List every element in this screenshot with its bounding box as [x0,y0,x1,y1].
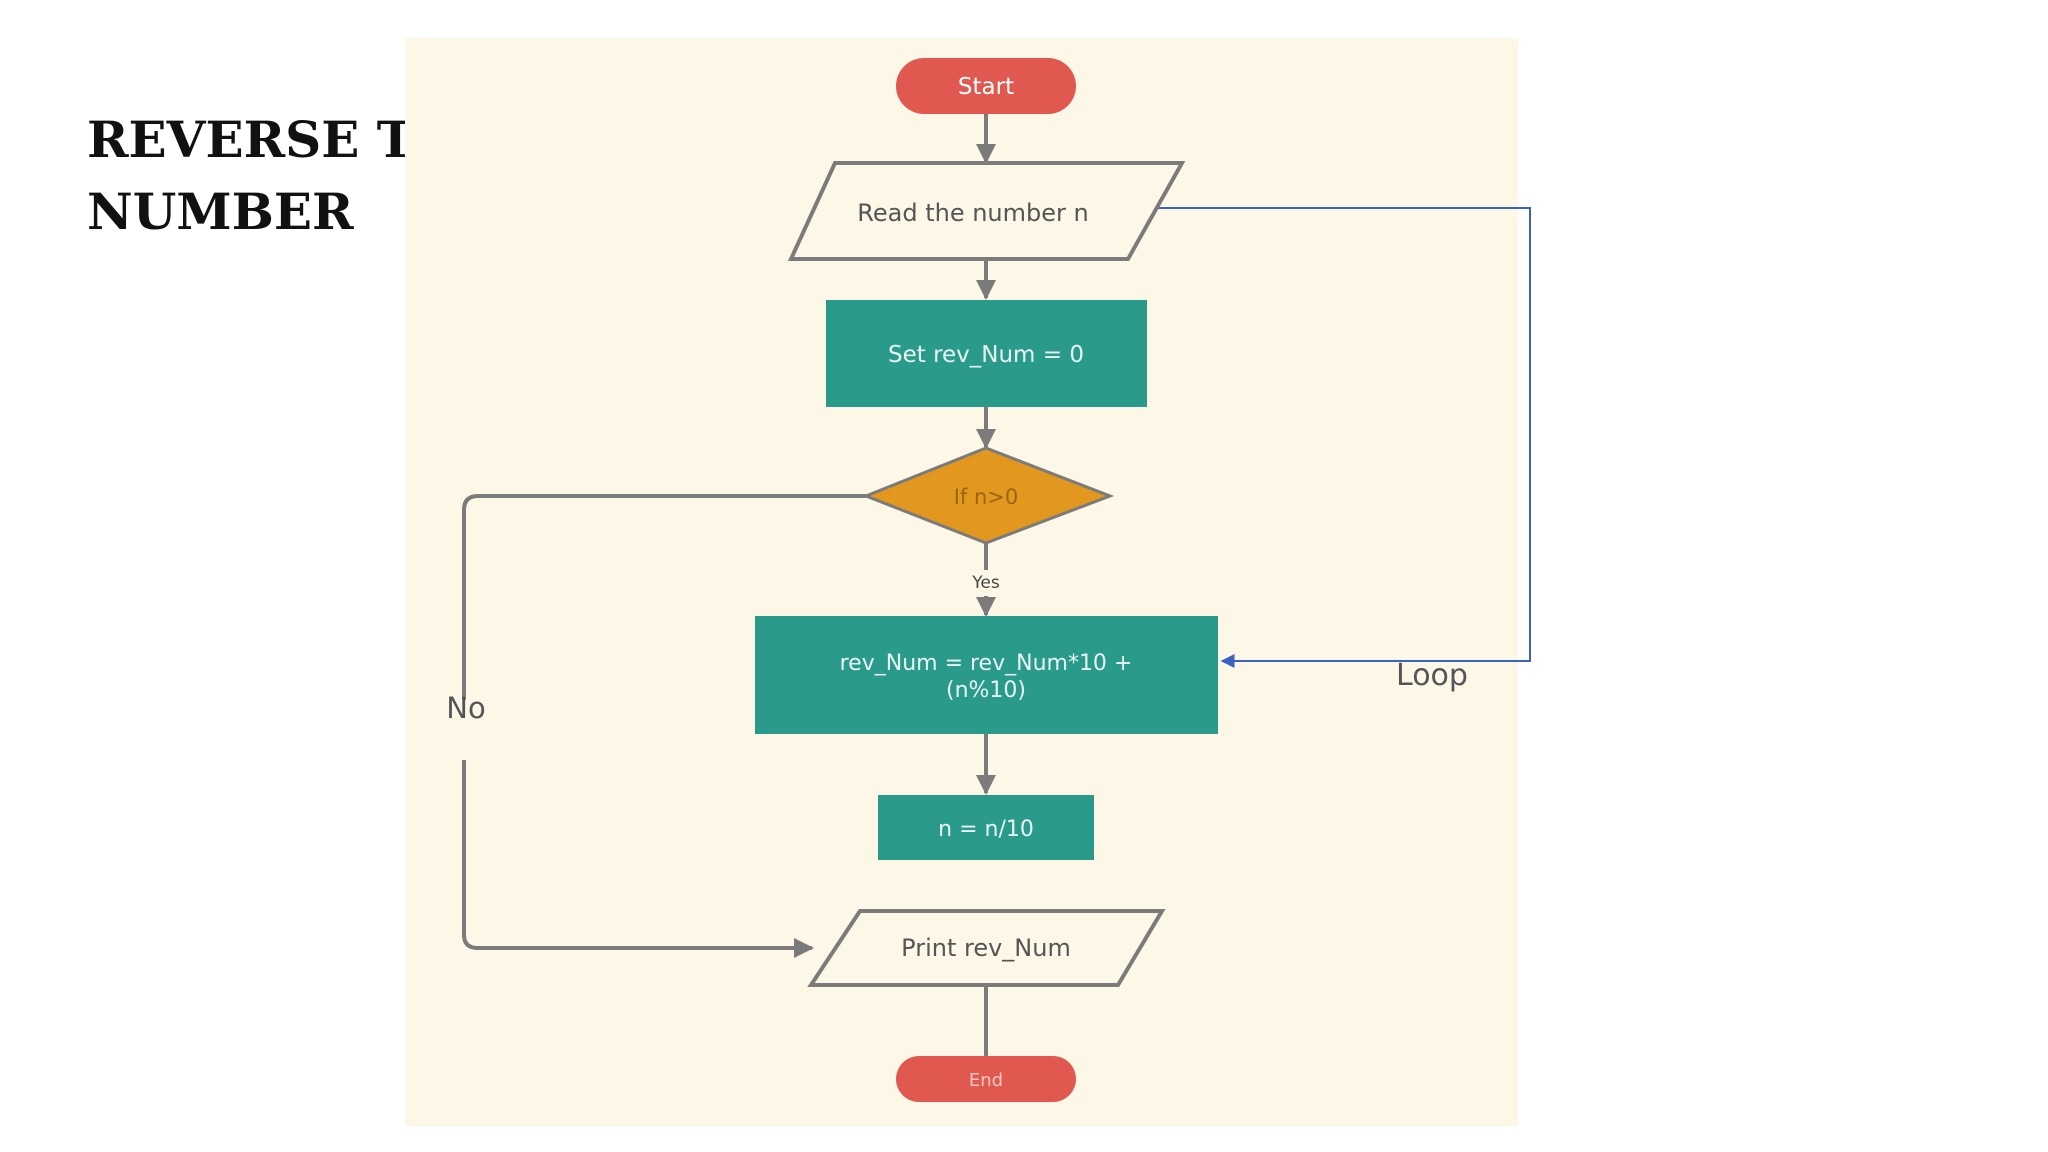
print-output-node: Print rev_Num [807,909,1166,987]
end-terminal: End [896,1056,1076,1102]
start-label: Start [958,74,1014,100]
read-input-node: Read the number n [787,161,1186,261]
slide-title-line-2: NUMBER [87,182,354,241]
divide-process-node: n = n/10 [878,795,1094,860]
no-label: No [446,691,485,725]
connector-no-branch [462,494,866,948]
read-input-label: Read the number n [857,199,1088,227]
compute-process-line-2: (n%10) [946,678,1026,703]
decision-node: If n>0 [861,446,1115,545]
decision-label: If n>0 [954,485,1019,509]
connectors [462,110,996,1062]
start-terminal: Start [896,58,1076,114]
init-process-label: Set rev_Num = 0 [888,342,1084,368]
yes-label: Yes [971,573,1000,593]
compute-process-line-1: rev_Num = rev_Num*10 + [840,651,1133,676]
loop-arrow [1155,207,1531,668]
loop-label: Loop [1396,658,1468,693]
print-output-label: Print rev_Num [901,934,1071,962]
compute-process-node: rev_Num = rev_Num*10 + (n%10) [755,616,1218,734]
init-process-node: Set rev_Num = 0 [826,300,1147,407]
divide-process-label: n = n/10 [938,817,1034,842]
end-label: End [969,1070,1003,1091]
